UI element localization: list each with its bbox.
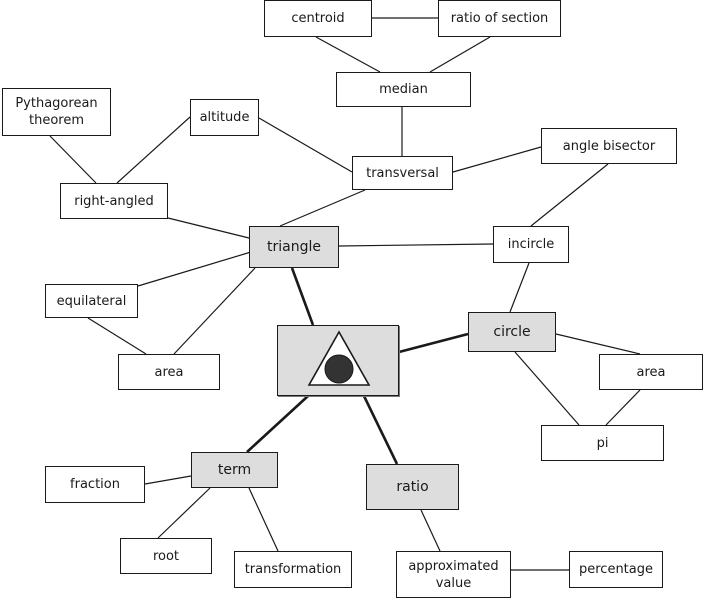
node-pythagorean-theorem: Pythagorean theorem xyxy=(2,88,111,136)
link-ratio-median xyxy=(429,36,491,73)
node-fraction: fraction xyxy=(45,466,145,503)
link-center-ratio xyxy=(362,395,399,465)
link-altitude-rightangled xyxy=(116,116,191,184)
link-incircle-circle xyxy=(509,262,530,313)
node-ratio-of-section: ratio of section xyxy=(438,0,561,37)
link-centroid-median xyxy=(315,36,381,73)
node-root: root xyxy=(120,538,212,574)
node-percentage: percentage xyxy=(569,551,663,588)
node-right-angled: right-angled xyxy=(60,183,168,219)
node-transversal: transversal xyxy=(352,156,453,190)
link-altitude-transversal xyxy=(258,117,353,173)
node-approximated-value: approximated value xyxy=(396,551,511,598)
link-term-root xyxy=(157,487,211,539)
central-symbol-node xyxy=(277,325,399,396)
circle-in-triangle-icon xyxy=(307,330,371,386)
node-equilateral: equilateral xyxy=(45,284,138,318)
node-transformation: transformation xyxy=(234,551,352,588)
link-ratio-approxvalue xyxy=(420,509,441,552)
link-fraction-term xyxy=(144,475,192,485)
link-triangle-center xyxy=(290,267,315,326)
link-center-term xyxy=(246,395,309,453)
node-pi: pi xyxy=(541,425,664,461)
node-triangle: triangle xyxy=(249,226,339,268)
node-circle: circle xyxy=(468,312,556,352)
link-term-transformation xyxy=(248,487,279,552)
link-circle-pi xyxy=(514,351,580,426)
link-triangle-equilateral xyxy=(137,251,252,287)
link-rightangled-triangle xyxy=(167,217,250,239)
node-term: term xyxy=(191,452,278,488)
node-altitude: altitude xyxy=(190,99,259,136)
node-ratio: ratio xyxy=(366,464,459,510)
link-transversal-triangle xyxy=(279,189,366,227)
link-triangle-incircle xyxy=(338,243,494,247)
link-triangle-area xyxy=(173,267,256,355)
node-area-right: area xyxy=(599,354,703,390)
node-median: median xyxy=(336,72,471,107)
link-equilateral-area xyxy=(87,317,147,355)
node-centroid: centroid xyxy=(264,0,372,37)
link-pythagorean-rightangled xyxy=(49,135,97,184)
link-center-circle xyxy=(398,332,469,354)
node-area-left: area xyxy=(118,354,220,390)
link-area-pi xyxy=(605,389,641,426)
link-anglebisector-transversal xyxy=(452,146,542,173)
link-anglebisector-incircle xyxy=(530,163,609,227)
node-angle-bisector: angle bisector xyxy=(541,128,677,164)
node-incircle: incircle xyxy=(493,226,569,263)
link-circle-area xyxy=(555,333,641,355)
